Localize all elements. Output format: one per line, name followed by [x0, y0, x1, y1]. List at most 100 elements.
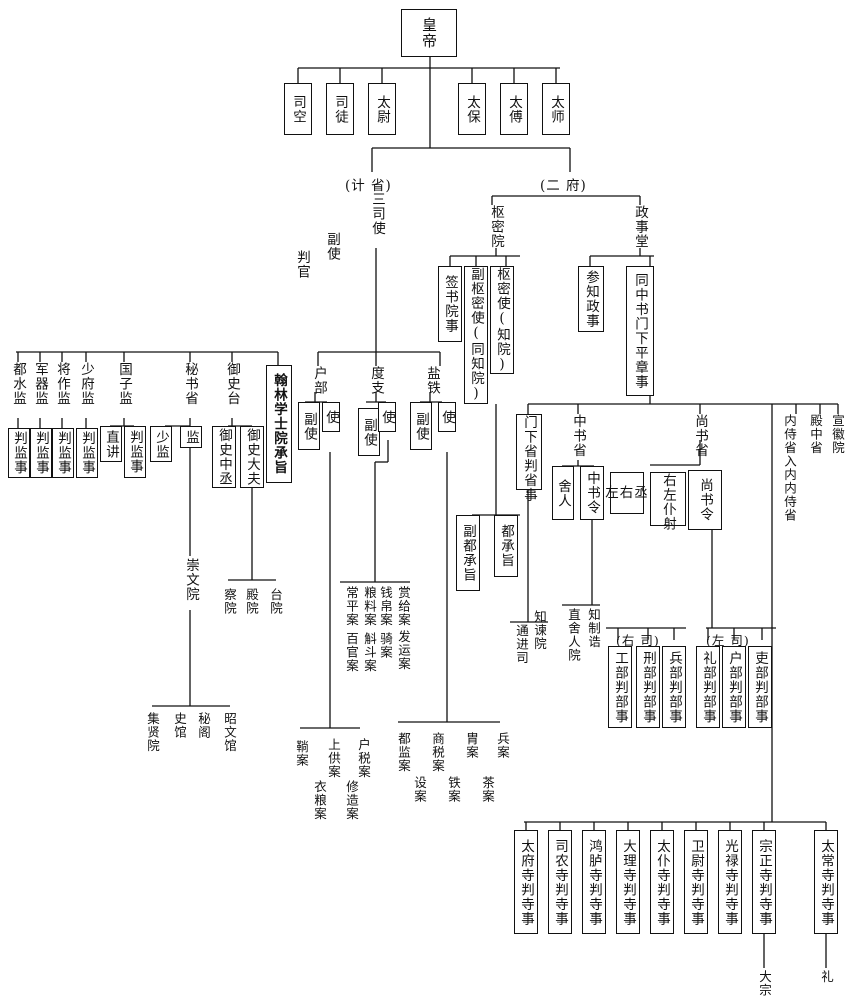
branch-name: 户部: [311, 366, 327, 395]
left-bureau-label: (左 司): [706, 633, 750, 648]
court-label: 太仆寺判寺事: [654, 838, 670, 926]
shangshu-official-label: 左右丞: [605, 485, 649, 501]
zhengshitang-label: 政事堂: [632, 205, 648, 249]
shangshu-official-box: 右左仆射: [650, 472, 686, 531]
supervisor-label: 判监事: [55, 431, 71, 475]
erfu-group-label: (二 府): [540, 178, 587, 194]
shumiyuan-label: 枢密院: [488, 205, 504, 249]
supervisor-box: 判监事: [30, 428, 52, 478]
court-box: 太仆寺判寺事: [650, 830, 674, 934]
duke-box: 太师: [542, 83, 570, 135]
sansi-group-label: (计 省): [345, 178, 392, 194]
ministry-box: 兵部判部事: [662, 646, 686, 728]
court-label: 卫尉寺判寺事: [688, 838, 704, 926]
bottom-label: 大宗: [757, 970, 772, 997]
case-label: 百官案: [344, 632, 359, 673]
shumi-sub-box: 副都承旨: [456, 515, 480, 591]
deputy-label: 副使: [301, 411, 317, 441]
library-label: 昭文馆: [222, 712, 237, 753]
chief-box: 使: [322, 402, 340, 432]
shumi-sub-label: 都承旨: [498, 524, 514, 568]
shumi-official-box: 签书院事: [438, 266, 462, 342]
misc-office-label: 宣徽院: [830, 414, 845, 455]
court-label: 鸿胪寺判寺事: [586, 838, 602, 926]
court-box: 宗正寺判寺事: [752, 830, 776, 934]
shumi-official-label: 副枢密使(同知院): [468, 267, 484, 403]
shumi-official-box: 枢密使(知院): [490, 266, 514, 374]
ministry-label: 工部判部事: [612, 650, 628, 724]
chancellor-box: 同中书门下平章事: [626, 266, 654, 396]
supervisor-label: 判监事: [11, 431, 27, 475]
court-box: 光禄寺判寺事: [718, 830, 742, 934]
right-bureau-label: (右 司): [616, 633, 660, 648]
agency-name: 御史台: [224, 362, 240, 406]
deputy-label: 副使: [413, 411, 429, 441]
court-box: 太常寺判寺事: [814, 830, 838, 934]
censorate-court-label: 察院: [222, 588, 237, 615]
hanlin-box: 翰林学士院承旨: [266, 365, 292, 483]
menxia-box: 门下省判省事: [516, 414, 542, 502]
censorate-court-label: 台院: [268, 588, 283, 615]
ministry-label: 户部判部事: [726, 650, 742, 724]
duke-label: 太师: [548, 94, 564, 124]
case-label: 赏给案: [396, 586, 411, 627]
case-label: 发运案: [396, 630, 411, 671]
ministry-box: 户部判部事: [722, 646, 746, 728]
court-label: 太常寺判寺事: [818, 838, 834, 926]
case-label: 鞝案: [294, 740, 309, 767]
case-label: 钱帛案: [378, 586, 393, 627]
agency-name: 都水监: [10, 362, 26, 406]
case-label: 商税案: [430, 732, 445, 773]
shangshu-official-label: 右左仆射: [660, 473, 676, 531]
library-label: 史馆: [172, 712, 187, 739]
misc-office-label: 内侍省入内内侍省: [782, 414, 797, 522]
zhongshu-sub-label: 直舍人院: [566, 608, 581, 662]
lecturer-box: 直讲: [100, 426, 122, 462]
shangshu-label: 尚书省: [692, 414, 708, 458]
court-box: 鸿胪寺判寺事: [582, 830, 606, 934]
case-label: 骑案: [378, 632, 393, 659]
menxia-sub-label: 通进司: [514, 624, 529, 665]
shangshu-official-box: 尚书令: [688, 470, 722, 530]
court-box: 大理寺判寺事: [616, 830, 640, 934]
branch-name: 度支: [368, 366, 384, 395]
agency-name: 国子监: [116, 362, 132, 406]
court-box: 司农寺判寺事: [548, 830, 572, 934]
secretary-box: 舍人: [552, 466, 574, 520]
agency-name: 将作监: [54, 362, 70, 406]
case-label: 胄案: [464, 732, 479, 759]
vice-chancellor-label: 参知政事: [583, 270, 599, 328]
supervisor-label: 判监事: [33, 431, 49, 475]
duke-box: 司徒: [326, 83, 354, 135]
shangshu-official-label: 尚书令: [697, 478, 713, 522]
supervisor-box: 判监事: [76, 428, 98, 478]
court-label: 太府寺判寺事: [518, 838, 534, 926]
case-label: 铁案: [446, 776, 461, 803]
ministry-box: 工部判部事: [608, 646, 632, 728]
agency-name: 少府监: [78, 362, 94, 406]
case-label: 设案: [412, 776, 427, 803]
sansi-deputy: 副使: [324, 232, 340, 261]
deputy-box: 副使: [298, 402, 320, 450]
sansi-judge: 判官: [294, 250, 310, 279]
chongwen-label: 崇文院: [183, 558, 199, 602]
bottom-label: 礼: [819, 970, 834, 984]
menxia-label: 门下省判省事: [521, 415, 537, 502]
chancellor-label: 同中书门下平章事: [632, 273, 648, 389]
ministry-box: 刑部判部事: [636, 646, 660, 728]
case-label: 衣粮案: [312, 780, 327, 821]
supervisor-box: 判监事: [124, 426, 146, 478]
censor-label: 御史大夫: [244, 428, 260, 486]
shumi-official-box: 副枢密使(同知院): [464, 266, 488, 404]
zhongshu-sub-label: 知制诰: [586, 608, 601, 649]
emperor-label: 皇帝: [420, 17, 438, 49]
sansi-title: 三司使: [369, 192, 385, 236]
shangshu-official-box: 左右丞: [605, 472, 648, 514]
director-box: 监: [180, 426, 202, 448]
censor-label: 御史中丞: [216, 428, 232, 486]
shumi-official-label: 签书院事: [442, 275, 458, 333]
emperor-box: 皇帝: [401, 9, 457, 57]
deputy-label: 副使: [361, 417, 377, 447]
secretary-label: 舍人: [555, 478, 571, 508]
vice-chancellor-box: 参知政事: [578, 266, 604, 332]
